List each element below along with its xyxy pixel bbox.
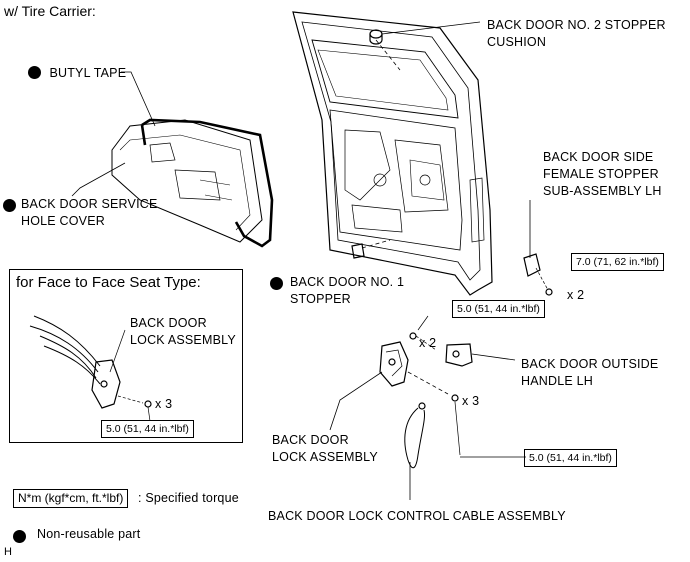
no2-stopper-cushion	[369, 29, 383, 39]
outside-handle-label-1: BACK DOOR OUTSIDE	[521, 357, 659, 371]
side-stopper-label-1: BACK DOOR SIDE	[543, 150, 654, 164]
lock-control-cable	[404, 407, 425, 469]
service-hole-cover	[111, 119, 263, 243]
no1-stopper-label-1: BACK DOOR NO. 1	[290, 275, 405, 289]
legend-non-reusable	[13, 528, 26, 546]
inset-lock-assembly	[91, 359, 121, 409]
service-hole-cover-label-1: BACK DOOR SERVICE	[21, 197, 158, 211]
no2-stopper-label-2: CUSHION	[487, 35, 547, 49]
no1-stopper-callout	[270, 275, 283, 293]
inset-torque-box: 5.0 (51, 44 in.*lbf)	[101, 420, 194, 438]
non-reusable-dot-icon	[3, 199, 16, 212]
torque-box-lock: 5.0 (51, 44 in.*lbf)	[524, 449, 617, 467]
lock-assembly	[379, 341, 409, 387]
no2-stopper-label-1: BACK DOOR NO. 2 STOPPER	[487, 18, 666, 32]
side-stopper-label-2: FEMALE STOPPER	[543, 167, 659, 181]
legend-non-reusable-label: Non-reusable part	[37, 527, 141, 541]
legend-torque-key: N*m (kgf*cm, ft.*lbf)	[13, 489, 129, 508]
butyl-tape-callout: BUTYL TAPE	[28, 64, 126, 82]
non-reusable-dot-icon	[13, 530, 26, 543]
outside-handle-label-2: HANDLE LH	[521, 374, 593, 388]
non-reusable-dot-icon	[28, 66, 41, 79]
no1-stopper	[351, 243, 365, 259]
inset-qty: x 3	[155, 397, 173, 411]
service-hole-cover-label-2: HOLE COVER	[21, 214, 105, 228]
inset-title: for Face to Face Seat Type:	[16, 274, 201, 291]
qty-side-stopper: x 2	[567, 288, 585, 302]
qty-handle: x 2	[419, 336, 437, 350]
cable-assembly-label: BACK DOOR LOCK CONTROL CABLE ASSEMBLY	[268, 509, 566, 523]
lock-assembly-label-1: BACK DOOR	[272, 433, 349, 447]
no1-stopper-label-2: STOPPER	[290, 292, 351, 306]
page-heading: w/ Tire Carrier:	[4, 3, 96, 19]
butyl-tape	[141, 118, 274, 248]
face-to-face-inset	[9, 269, 243, 443]
qty-lock: x 3	[462, 394, 480, 408]
back-door-panel	[292, 11, 493, 296]
lock-torque-leader	[460, 456, 526, 458]
figure-code: H	[4, 546, 13, 558]
inset-lock-label-1: BACK DOOR	[130, 316, 207, 330]
service-hole-cover-leader	[71, 162, 126, 197]
side-stopper-label-3: SUB-ASSEMBLY LH	[543, 184, 662, 198]
side-female-stopper	[523, 253, 541, 277]
lock-assembly-label-2: LOCK ASSEMBLY	[272, 450, 378, 464]
inset-lock-label-2: LOCK ASSEMBLY	[130, 333, 236, 347]
non-reusable-dot-icon	[270, 277, 283, 290]
torque-box-side-stopper: 7.0 (71, 62 in.*lbf)	[571, 253, 664, 271]
butyl-tape-leader	[121, 71, 156, 127]
service-hole-cover-callout	[3, 197, 16, 215]
torque-box-handle: 5.0 (51, 44 in.*lbf)	[452, 300, 545, 318]
butyl-tape-label: BUTYL TAPE	[49, 66, 127, 80]
outside-handle	[445, 343, 473, 367]
legend-torque-desc: : Specified torque	[138, 491, 239, 505]
